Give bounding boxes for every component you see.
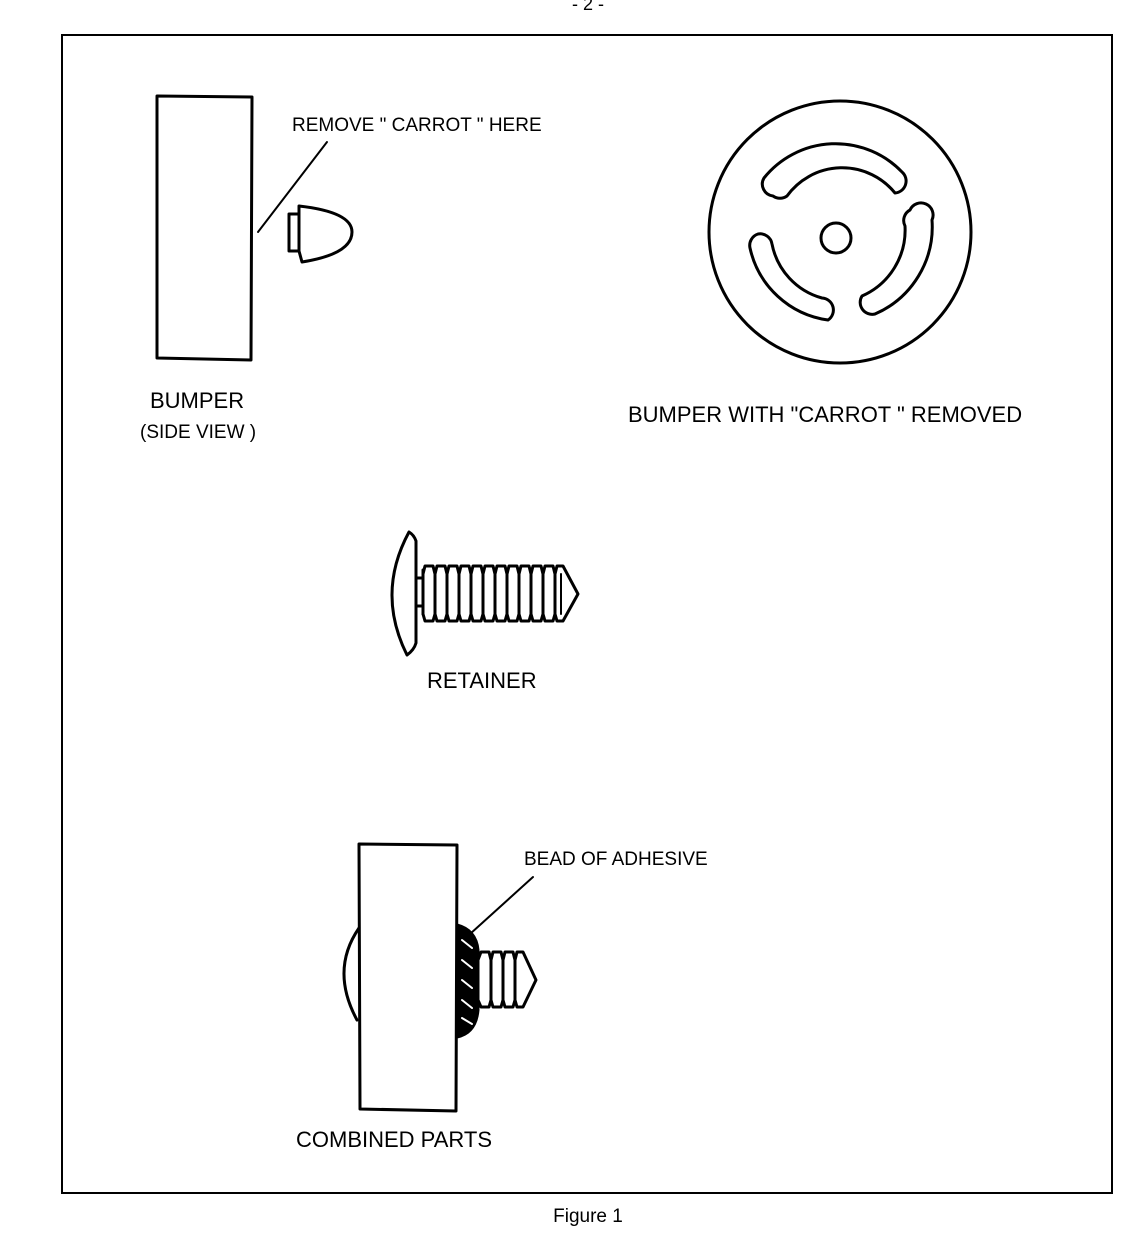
bumper-carrot-removed-label: BUMPER WITH "CARROT " REMOVED — [628, 402, 1023, 427]
remove-carrot-label: REMOVE " CARROT " HERE — [292, 115, 542, 136]
retainer-part — [390, 530, 580, 657]
bumper-label: BUMPER — [150, 388, 245, 413]
adhesive-label: BEAD OF ADHESIVE — [524, 849, 708, 870]
bumper-side-view — [155, 94, 254, 362]
side-view-label: (SIDE VIEW ) — [140, 422, 257, 443]
bumper-front-view — [707, 99, 973, 365]
combined-parts-label: COMBINED PARTS — [296, 1127, 492, 1152]
remove-carrot-leader — [257, 141, 328, 233]
retainer-label: RETAINER — [427, 668, 537, 693]
figure-frame — [61, 34, 1113, 1194]
adhesive-leader — [469, 876, 534, 935]
page-number: - 2 - — [571, 0, 604, 14]
carrot-part — [287, 204, 354, 264]
combined-parts — [342, 842, 538, 1113]
figure-caption: Figure 1 — [553, 1206, 623, 1227]
